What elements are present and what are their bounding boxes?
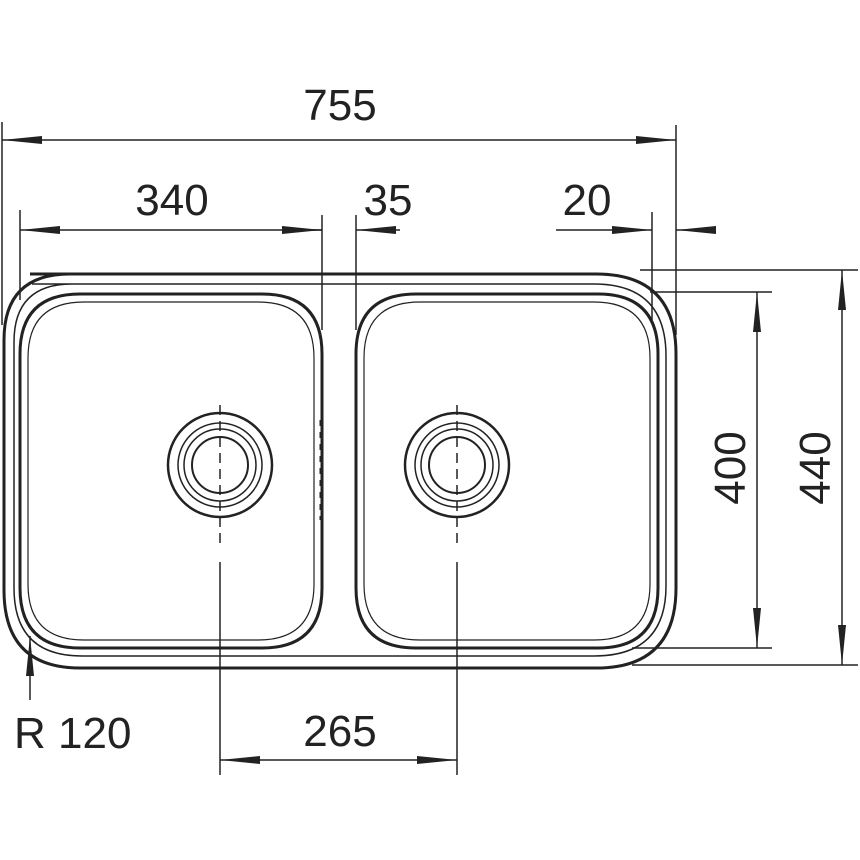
divider-width-label: 35 (364, 176, 413, 225)
right-bowl (354, 292, 660, 650)
rim-offset-label: 20 (563, 176, 612, 225)
dimension-bowl-depth: 400 (706, 292, 761, 648)
dimension-drain-spacing: 265 (220, 707, 457, 764)
drain-center-lines (219, 405, 458, 775)
left-bowl-width-label: 340 (135, 176, 208, 225)
sink-outer-rim (2, 272, 678, 670)
corner-radius-label: R 120 (14, 709, 131, 758)
dimension-rim-offset: 20 (556, 176, 716, 234)
overall-width-label: 755 (303, 81, 376, 130)
dimension-divider-width: 35 (300, 176, 413, 234)
left-bowl (18, 292, 324, 650)
dimension-overall-depth: 440 (791, 270, 846, 665)
extension-lines (1, 122, 858, 666)
dimension-left-bowl-width: 340 (20, 176, 322, 234)
dimension-corner-radius: R 120 (14, 636, 131, 758)
overall-depth-label: 440 (791, 431, 840, 504)
drain-spacing-label: 265 (303, 707, 376, 756)
dimension-overall-width: 755 (2, 81, 676, 144)
bowl-depth-label: 400 (706, 431, 755, 504)
